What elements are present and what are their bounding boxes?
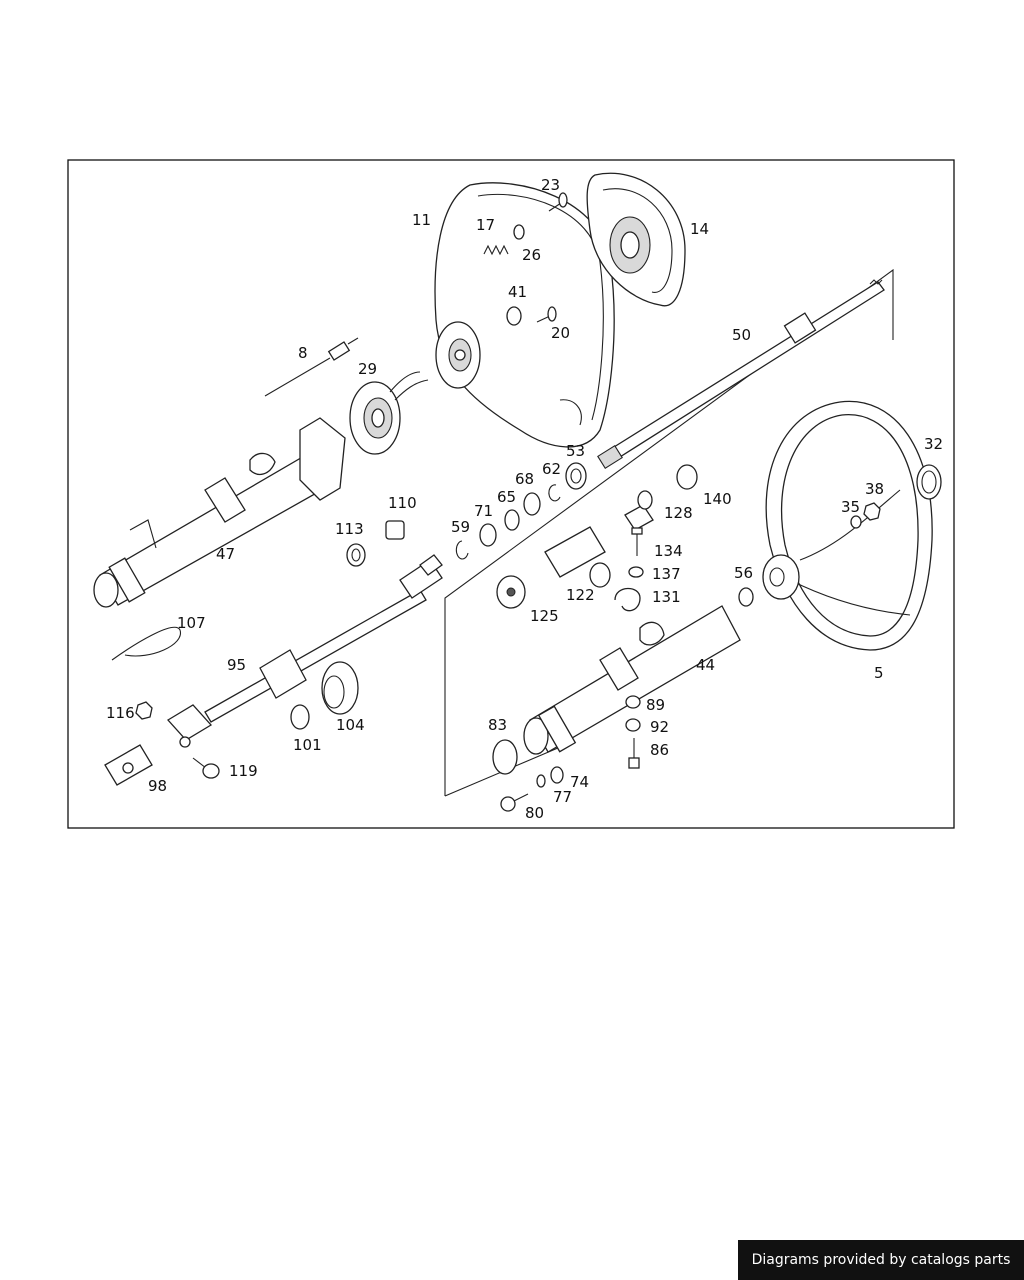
label-98: 98	[148, 777, 167, 795]
label-86: 86	[650, 741, 669, 759]
label-89: 89	[646, 696, 665, 714]
label-59: 59	[451, 518, 470, 536]
label-17: 17	[476, 216, 495, 234]
label-26: 26	[522, 246, 541, 264]
part-101-ring	[290, 704, 310, 730]
part-23-screw	[548, 192, 568, 212]
part-107-cable-tie	[111, 626, 181, 661]
part-59-circlip	[455, 540, 469, 560]
label-5: 5	[874, 664, 884, 682]
part-128-pin	[624, 490, 654, 531]
label-32: 32	[924, 435, 943, 453]
label-47: 47	[216, 545, 235, 563]
part-113-bushing	[346, 543, 366, 567]
label-125: 125	[530, 607, 559, 625]
part-95-intermediate-shaft	[204, 554, 443, 723]
label-134: 134	[654, 542, 683, 560]
part-137-washer	[628, 566, 644, 578]
label-71: 71	[474, 502, 493, 520]
part-38-nut	[863, 502, 881, 521]
part-125-connector	[496, 575, 526, 609]
label-44: 44	[696, 656, 715, 674]
part-116-nut	[135, 701, 153, 720]
label-56: 56	[734, 564, 753, 582]
universal-joint	[166, 704, 213, 748]
label-95: 95	[227, 656, 246, 674]
label-29: 29	[358, 360, 377, 378]
label-38: 38	[865, 480, 884, 498]
part-29-contact-ring	[349, 371, 429, 455]
label-110: 110	[388, 494, 417, 512]
part-32-emblem	[916, 464, 942, 500]
part-26-washer	[513, 224, 525, 240]
part-14-contact-plate	[586, 172, 686, 307]
label-68: 68	[515, 470, 534, 488]
part-86-stud	[628, 738, 640, 769]
part-83-o-ring	[492, 739, 518, 775]
part-53-bearing	[565, 462, 587, 490]
label-65: 65	[497, 488, 516, 506]
label-122: 122	[566, 586, 595, 604]
part-140-bushing	[676, 464, 698, 490]
label-131: 131	[652, 588, 681, 606]
label-11: 11	[412, 211, 431, 229]
part-11-steering-pad	[434, 182, 615, 448]
part-92-washer	[625, 718, 641, 732]
label-137: 137	[652, 565, 681, 583]
label-77: 77	[553, 788, 572, 806]
part-65-ring	[504, 509, 520, 531]
label-74: 74	[570, 773, 589, 791]
part-8-wire-contact	[264, 337, 359, 397]
part-77-washer	[536, 774, 546, 788]
label-128: 128	[664, 504, 693, 522]
label-20: 20	[551, 324, 570, 342]
part-74-washer	[550, 766, 564, 784]
label-101: 101	[293, 736, 322, 754]
label-14: 14	[690, 220, 709, 238]
part-131-clamp	[614, 587, 641, 612]
part-98-clamp	[104, 744, 153, 786]
credit-text: Diagrams provided by catalogs parts	[751, 1252, 1011, 1268]
label-116: 116	[106, 704, 135, 722]
label-107: 107	[177, 614, 206, 632]
label-83: 83	[488, 716, 507, 734]
diagram-frame	[67, 159, 955, 829]
credit-banner: Diagrams provided by catalogs parts	[738, 1240, 1024, 1280]
label-80: 80	[525, 804, 544, 822]
part-41-washer	[506, 306, 522, 326]
label-41: 41	[508, 283, 527, 301]
group-bracket-line	[444, 268, 894, 796]
label-119: 119	[229, 762, 258, 780]
label-50: 50	[732, 326, 751, 344]
part-110-bushing	[385, 520, 405, 540]
part-47-jacket-tube	[93, 417, 346, 608]
label-62: 62	[542, 460, 561, 478]
label-8: 8	[298, 344, 308, 362]
label-113: 113	[335, 520, 364, 538]
label-53: 53	[566, 442, 585, 460]
part-44-lower-jacket	[523, 605, 741, 755]
part-62-clip	[548, 484, 561, 502]
part-20-screw	[536, 306, 557, 323]
part-134-bolt	[631, 527, 643, 556]
part-122-switch	[544, 526, 611, 588]
label-104: 104	[336, 716, 365, 734]
part-89-nut	[625, 695, 641, 709]
label-92: 92	[650, 718, 669, 736]
part-17-spring	[483, 244, 509, 256]
label-140: 140	[703, 490, 732, 508]
part-68-ring	[523, 492, 541, 516]
part-50-steering-shaft	[597, 279, 885, 469]
part-119-bolt	[192, 757, 220, 779]
part-5-steering-wheel	[762, 400, 933, 651]
part-35-washer	[850, 515, 862, 529]
part-71-washer	[479, 523, 497, 547]
part-56-washer	[738, 587, 754, 607]
label-35: 35	[841, 498, 860, 516]
label-23: 23	[541, 176, 560, 194]
part-80-bolt	[500, 793, 529, 812]
part-104-boot	[321, 661, 359, 715]
